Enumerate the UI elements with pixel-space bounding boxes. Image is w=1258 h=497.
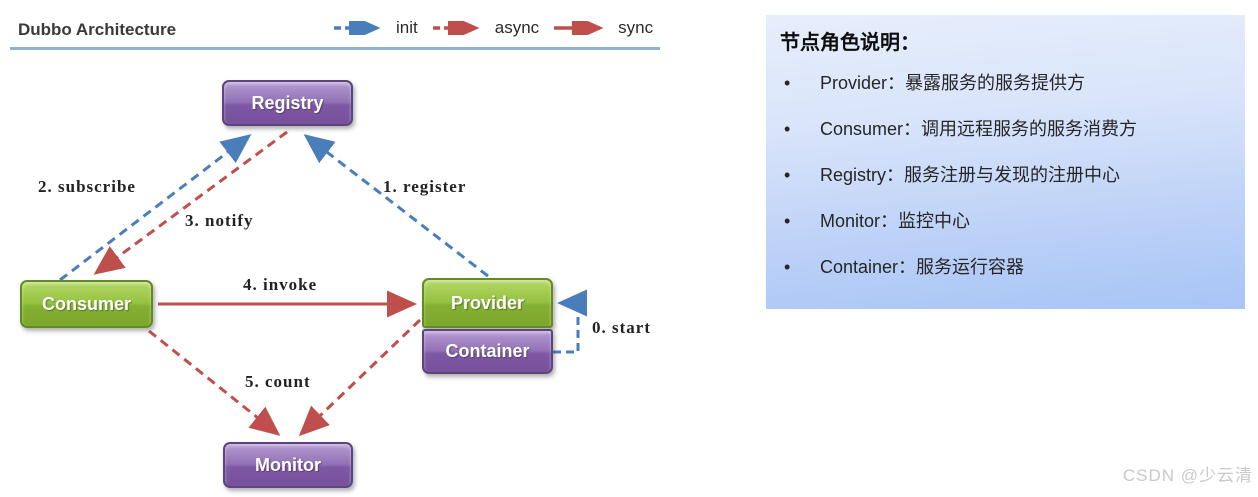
legend-label-async: async: [494, 18, 540, 37]
role-text-container: Container：服务运行容器: [820, 257, 1025, 277]
list-item-provider: • Provider：暴露服务的服务提供方: [780, 71, 1227, 96]
bullet-icon: •: [784, 165, 791, 185]
arrow-count-from-consumer: [148, 329, 281, 436]
edge-label-register: 1. register: [383, 177, 467, 196]
arrow-start: [553, 289, 587, 354]
node-consumer: Consumer: [20, 280, 153, 328]
legend-label-init: init: [396, 18, 418, 37]
arrow-count-from-provider: [298, 318, 422, 437]
role-list: • Provider：暴露服务的服务提供方 • Consumer：调用远程服务的…: [780, 71, 1227, 280]
edge-label-invoke: 4. invoke: [243, 275, 318, 294]
arrow-subscribe: [59, 134, 252, 282]
dubbo-architecture-diagram: Dubbo Architecture init: [10, 18, 660, 488]
list-item-monitor: • Monitor：监控中心: [780, 209, 1227, 234]
panel-title: 节点角色说明：: [780, 32, 920, 54]
list-item-container: • Container：服务运行容器: [780, 255, 1227, 280]
bullet-icon: •: [784, 73, 791, 93]
role-text-provider: Provider：暴露服务的服务提供方: [820, 73, 1086, 93]
node-monitor: Monitor: [223, 442, 353, 488]
node-registry: Registry: [222, 80, 353, 126]
edge-label-notify: 3. notify: [185, 211, 254, 230]
header-divider: [10, 47, 660, 50]
edge-label-subscribe: 2. subscribe: [38, 177, 136, 196]
edge-label-count: 5. count: [245, 372, 311, 391]
node-roles-panel: 节点角色说明： • Provider：暴露服务的服务提供方 • Consumer…: [766, 15, 1245, 309]
async-dashed-arrow-icon: [432, 21, 480, 35]
diagram-arrows: [59, 130, 587, 437]
role-text-registry: Registry：服务注册与发现的注册中心: [820, 165, 1121, 185]
diagram-title: Dubbo Architecture: [18, 20, 177, 39]
bullet-icon: •: [784, 119, 791, 139]
node-container: Container: [422, 329, 553, 374]
node-provider: Provider: [422, 278, 553, 328]
init-dashed-arrow-icon: [334, 21, 381, 35]
csdn-watermark: CSDN @少云清: [1122, 466, 1253, 485]
legend: init async: [332, 18, 653, 38]
list-item-registry: • Registry：服务注册与发现的注册中心: [780, 163, 1227, 188]
arrow-register: [303, 134, 489, 278]
role-text-monitor: Monitor：监控中心: [820, 211, 971, 231]
legend-label-sync: sync: [618, 18, 654, 37]
bullet-icon: •: [784, 257, 791, 277]
bullet-icon: •: [784, 211, 791, 231]
role-text-consumer: Consumer：调用远程服务的服务消费方: [820, 119, 1138, 139]
legend-item-init: init: [332, 18, 418, 38]
arrow-notify: [93, 130, 288, 275]
sync-solid-arrow-icon: [554, 21, 604, 35]
list-item-consumer: • Consumer：调用远程服务的服务消费方: [780, 117, 1227, 142]
edge-label-start: 0. start: [592, 318, 651, 337]
legend-item-sync: sync: [552, 18, 653, 38]
legend-item-async: async: [431, 18, 539, 38]
